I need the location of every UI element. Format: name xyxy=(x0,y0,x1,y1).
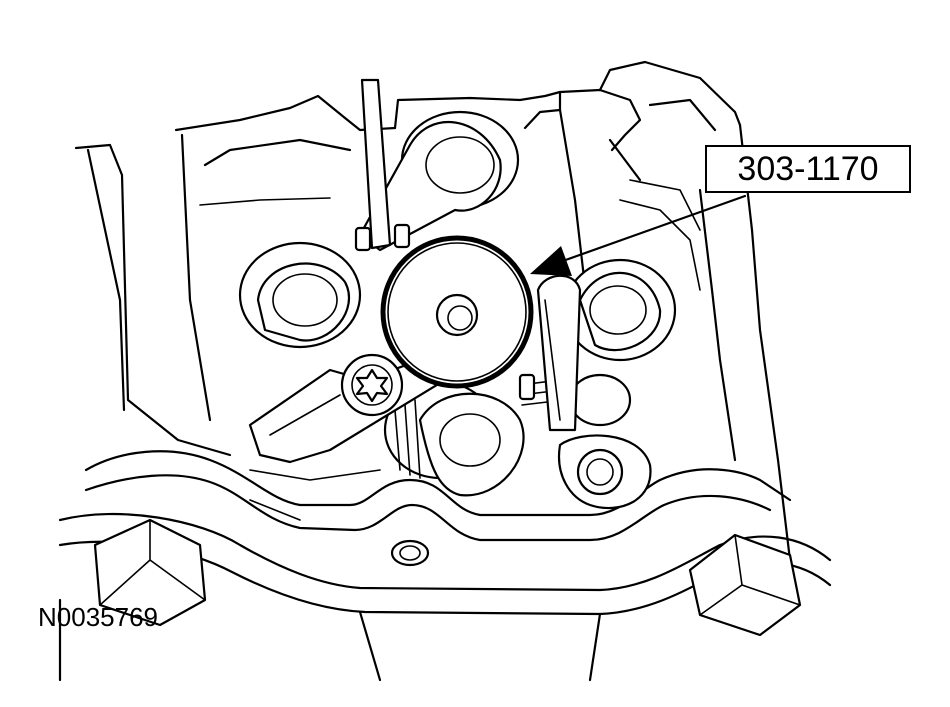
figure-id: N0035769 xyxy=(38,602,158,632)
tool-rod-right xyxy=(536,274,582,432)
bolt-head-left xyxy=(93,518,207,627)
special-tool-disc xyxy=(380,235,534,389)
tool-handle-vertical xyxy=(360,78,392,250)
callout-label-box: 303-1170 xyxy=(705,145,911,193)
threaded-hole-bottom xyxy=(390,539,430,567)
cam-lobe-left xyxy=(238,241,362,349)
engine-block-outline xyxy=(58,60,832,682)
bolt-head-right xyxy=(688,533,802,637)
arrow-icon xyxy=(530,194,747,276)
callout-label: 303-1170 xyxy=(737,149,879,188)
cam-lobe-right xyxy=(563,258,677,362)
cam-lobe-upper xyxy=(358,110,520,252)
threaded-boss xyxy=(557,434,652,510)
torx-bolt xyxy=(340,353,404,417)
locator-pin xyxy=(354,223,536,401)
cam-lobe-lower xyxy=(383,380,525,497)
